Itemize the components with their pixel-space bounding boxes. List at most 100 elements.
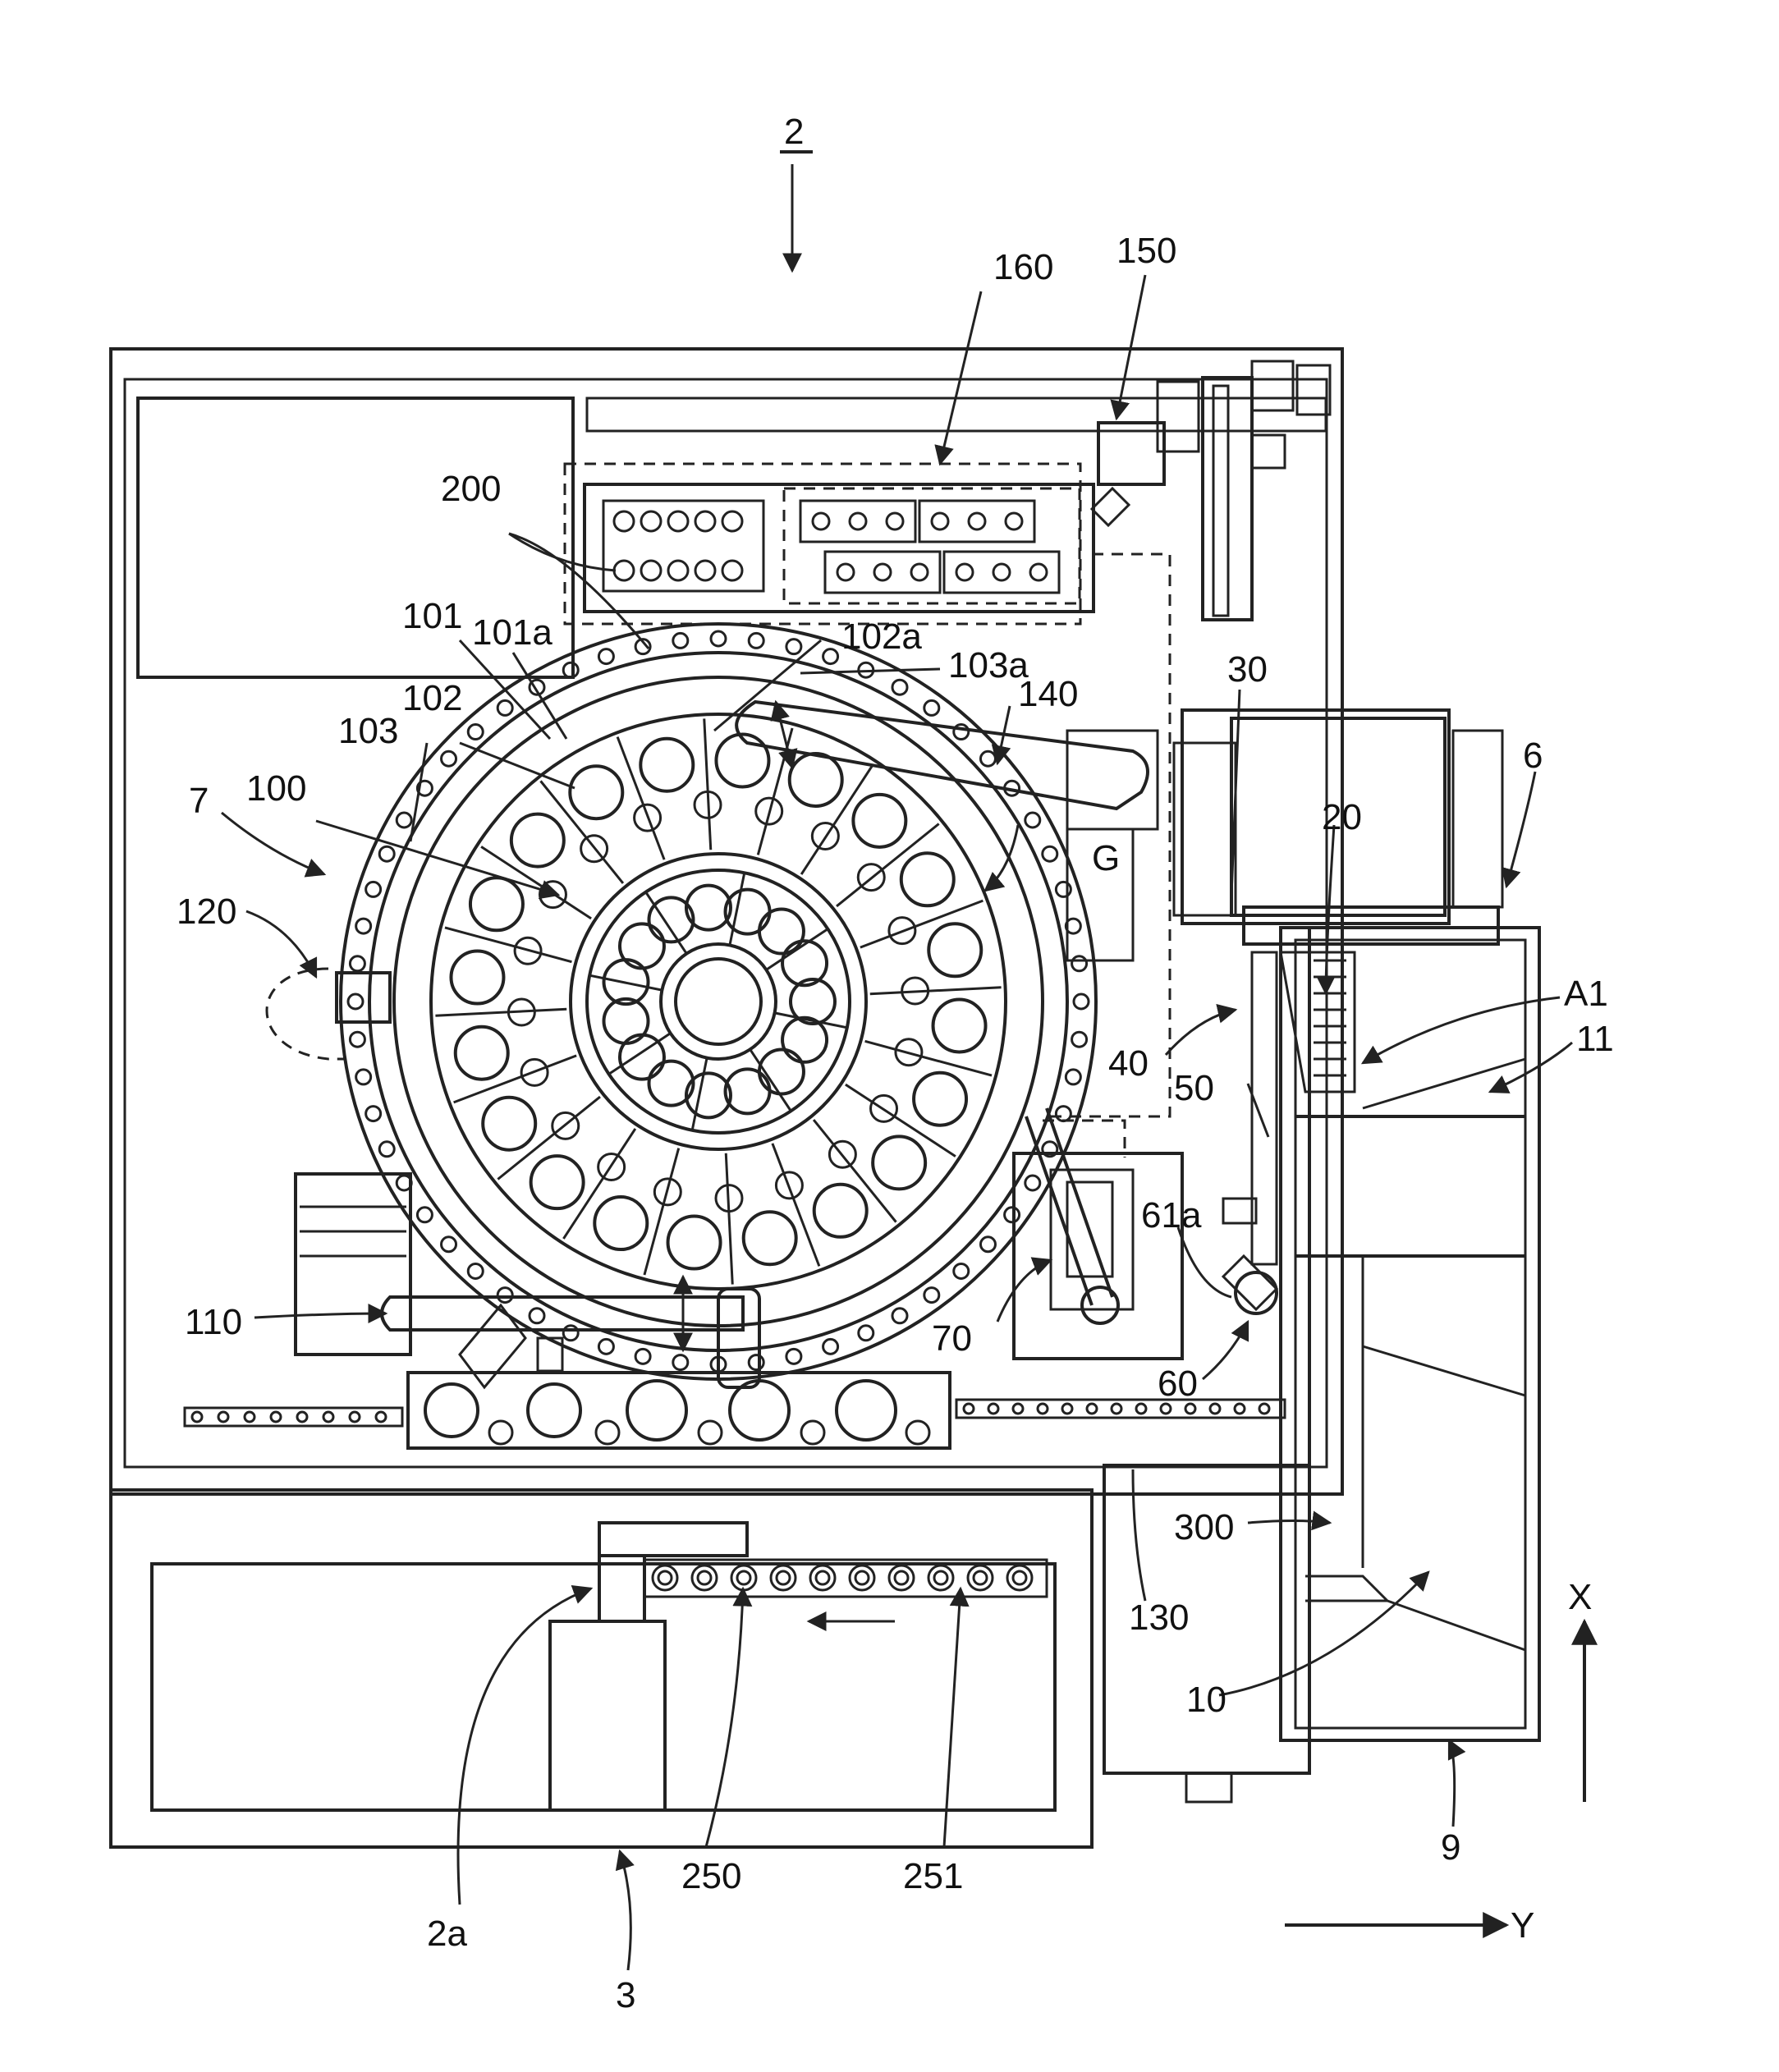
- outer-cup: [470, 878, 523, 930]
- label-Y: Y: [1511, 1905, 1534, 1946]
- rim-hole: [1072, 1032, 1087, 1047]
- carousel-inner-cups: [589, 873, 847, 1130]
- rack-tube-inner: [816, 1571, 829, 1584]
- rail-hole: [245, 1412, 254, 1422]
- rim-hole: [924, 1288, 939, 1303]
- inner-divider: [766, 929, 828, 970]
- rim-hole: [980, 751, 995, 766]
- rim-hole: [563, 1326, 578, 1341]
- rim-hole: [1025, 1176, 1040, 1190]
- label-150: 150: [1116, 231, 1176, 271]
- outer-cup: [716, 734, 768, 786]
- inner-cup: [726, 1069, 770, 1113]
- outer-divider: [704, 718, 711, 850]
- rim-hole: [823, 649, 838, 664]
- carousel-rim-holes: [348, 631, 1089, 1372]
- label-101a: 101a: [472, 612, 552, 653]
- outer-divider: [865, 1041, 992, 1075]
- outer-cup: [451, 951, 503, 1004]
- rack-tube-inner: [737, 1571, 750, 1584]
- label-101: 101: [402, 596, 462, 636]
- rim-hole: [366, 1107, 381, 1121]
- label-200: 200: [441, 469, 501, 509]
- rim-hole: [397, 813, 411, 827]
- rim-hole: [379, 1142, 394, 1157]
- clamp-120: [337, 973, 390, 1022]
- outer-cup: [640, 739, 693, 791]
- rim-hole: [497, 700, 512, 715]
- rack-tube: [850, 1565, 874, 1590]
- rim-hole: [1074, 994, 1089, 1009]
- rim-hole: [892, 1309, 907, 1323]
- rack-tube: [653, 1565, 677, 1590]
- outer-divider: [497, 1097, 600, 1179]
- rim-hole: [350, 1032, 365, 1047]
- label-3: 3: [616, 1975, 635, 2015]
- label-251: 251: [903, 1856, 963, 1896]
- outer-divider: [814, 1120, 896, 1222]
- rail-hole: [1161, 1404, 1171, 1414]
- rim-hole: [786, 639, 801, 654]
- rack-tube-inner: [974, 1571, 987, 1584]
- outer-cup: [928, 924, 981, 976]
- outer-cup: [873, 1136, 925, 1189]
- outer-divider: [837, 824, 939, 906]
- rail-hole: [1038, 1404, 1048, 1414]
- rim-hole: [468, 725, 483, 740]
- rack-tube-inner: [777, 1571, 790, 1584]
- rim-hole: [530, 1309, 544, 1323]
- rim-hole: [442, 1237, 456, 1252]
- rail-hole: [1112, 1404, 1121, 1414]
- rim-hole: [749, 1355, 763, 1370]
- rail-hole: [1062, 1404, 1072, 1414]
- rack-tube-inner: [855, 1571, 869, 1584]
- rail-hole: [218, 1412, 228, 1422]
- inner-cup: [620, 924, 664, 968]
- rack-tube: [889, 1565, 914, 1590]
- inner-divider: [692, 1058, 707, 1130]
- label-103a: 103a: [948, 645, 1029, 685]
- rim-hole: [635, 1349, 650, 1364]
- outer-cup: [594, 1197, 647, 1249]
- label-6: 6: [1523, 736, 1543, 776]
- rim-hole: [497, 1288, 512, 1303]
- rim-hole: [924, 700, 939, 715]
- outer-cup: [668, 1217, 721, 1269]
- rim-hole: [1072, 956, 1087, 971]
- inner-cup: [686, 886, 731, 930]
- rack-tube-inner: [1013, 1571, 1026, 1584]
- rim-hole: [711, 631, 726, 646]
- rail-hole: [1259, 1404, 1269, 1414]
- label-9: 9: [1441, 1827, 1460, 1868]
- rim-hole: [823, 1339, 838, 1354]
- rail-hole: [297, 1412, 307, 1422]
- outer-divider: [481, 846, 591, 918]
- outer-divider: [846, 1084, 956, 1156]
- rack-tube: [928, 1565, 953, 1590]
- label-X: X: [1568, 1577, 1592, 1617]
- sample-rack-rail: [185, 1373, 1285, 1448]
- outer-divider: [644, 1148, 679, 1275]
- rim-hole: [1056, 1107, 1071, 1121]
- rim-hole: [350, 956, 365, 971]
- rim-hole: [786, 1349, 801, 1364]
- outer-cup: [933, 999, 986, 1052]
- label-103: 103: [338, 711, 398, 751]
- label-7: 7: [189, 781, 209, 821]
- rim-hole: [673, 633, 688, 648]
- outer-divider: [801, 764, 873, 874]
- rack-tube: [692, 1565, 717, 1590]
- rack-tube-inner: [895, 1571, 908, 1584]
- rim-hole: [356, 1070, 371, 1084]
- dispensing-arm-140: [736, 702, 1148, 809]
- label-70: 70: [932, 1318, 972, 1359]
- label-2: 2: [784, 112, 804, 152]
- label-2a: 2a: [427, 1914, 467, 1954]
- rail-hole: [350, 1412, 360, 1422]
- label-300: 300: [1174, 1507, 1234, 1547]
- rim-hole: [598, 1339, 613, 1354]
- outer-cup: [853, 795, 906, 847]
- rim-hole: [749, 633, 763, 648]
- inner-cup: [782, 941, 827, 985]
